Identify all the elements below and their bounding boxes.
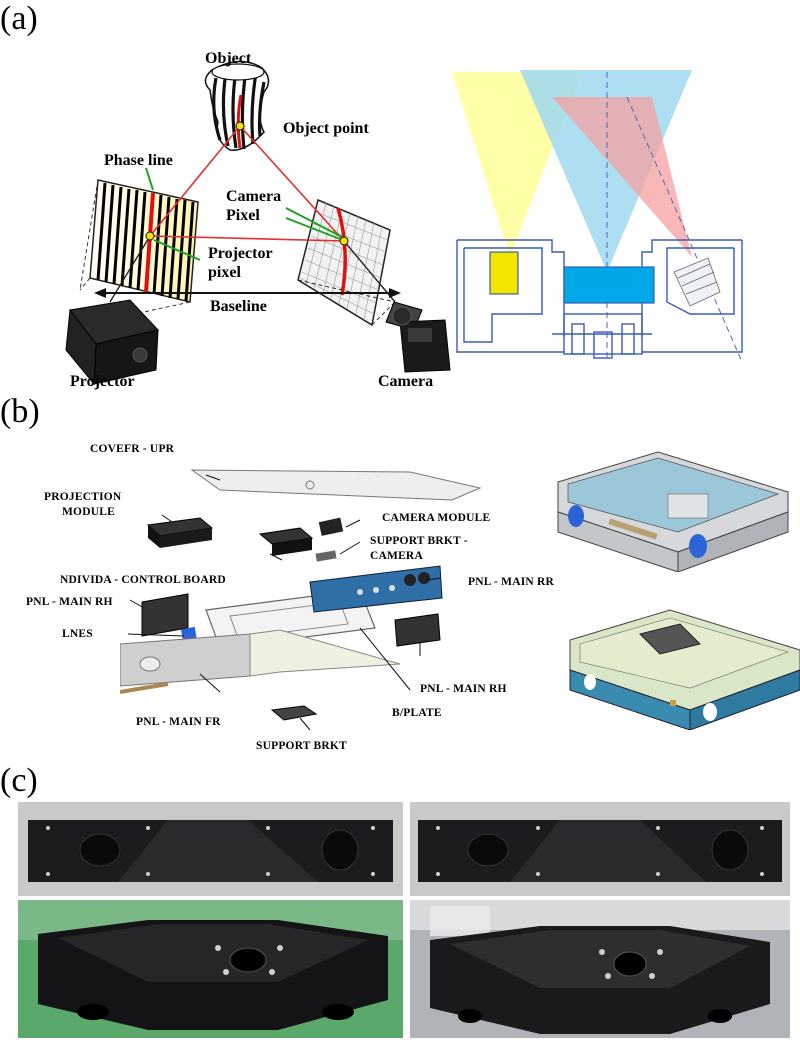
label-phase-line: Phase line — [104, 152, 173, 169]
label-pnl-main-rh-right: PNL - MAIN RH — [420, 683, 507, 695]
cover-upper — [190, 469, 482, 501]
sensor-block — [563, 266, 655, 304]
housing-schematic — [452, 70, 743, 363]
baseline-arrow — [94, 288, 401, 298]
camera-device — [385, 301, 451, 373]
annotation-pointers — [145, 167, 343, 261]
camera-lens-sketch — [673, 257, 721, 307]
render-lens-right — [689, 534, 707, 558]
exploded-assembly — [120, 469, 482, 731]
triangulation-rays — [149, 125, 345, 242]
projection-module — [146, 517, 214, 548]
photo-front-panel-left — [18, 802, 403, 896]
label-support-brkt-camera-1: SUPPORT BRKT - — [370, 535, 468, 547]
panel-label-b: (b) — [0, 393, 40, 430]
label-baseline: Baseline — [210, 298, 267, 315]
label-camera-pixel-2: Pixel — [226, 207, 260, 224]
label-b-plate: B/PLATE — [392, 707, 442, 719]
panel-main-rh-right — [394, 613, 441, 647]
panel-label-a: (a) — [0, 0, 38, 37]
support-bracket — [270, 705, 318, 721]
object-vase — [204, 60, 270, 151]
phase-line — [144, 192, 155, 293]
label-lnes: LNES — [62, 628, 93, 640]
panel-main-fr — [120, 633, 251, 687]
photo-front-panel-right — [410, 802, 790, 896]
label-pnl-main-rh-left: PNL - MAIN RH — [26, 596, 113, 608]
label-pnl-main-fr: PNL - MAIN FR — [136, 716, 221, 728]
label-object: Object — [205, 50, 252, 67]
triangulation-diagram — [65, 60, 451, 386]
label-support-brkt: SUPPORT BRKT — [256, 740, 347, 752]
housing-render-top — [557, 451, 789, 572]
camera-image-plane — [297, 198, 391, 327]
projector-block — [489, 251, 519, 295]
label-projector-pixel-2: pixel — [208, 264, 241, 281]
label-pnl-main-rr: PNL - MAIN RR — [468, 576, 554, 588]
photo-assembled-housing-left — [18, 900, 403, 1038]
label-camera-module: CAMERA MODULE — [382, 512, 491, 524]
label-camera: Camera — [378, 373, 434, 390]
photo-assembled-housing-right — [410, 900, 790, 1038]
label-projection-module-1: PROJECTION — [44, 491, 122, 503]
panel-main-rh-left — [141, 593, 189, 637]
label-control-board: NDIVIDA - CONTROL BOARD — [60, 574, 226, 586]
camera-module — [258, 517, 344, 556]
housing-render-bottom — [569, 609, 800, 730]
camera-beam — [552, 97, 692, 257]
panel-label-c: (c) — [0, 762, 38, 799]
support-bracket-camera — [315, 550, 337, 562]
panel-main-fr-wing — [249, 629, 401, 677]
label-projection-module-2: MODULE — [62, 506, 115, 518]
label-projector: Projector — [70, 373, 135, 390]
label-support-brkt-camera-2: CAMERA — [370, 550, 423, 562]
label-projector-pixel-1: Projector — [208, 245, 273, 262]
label-object-point: Object point — [283, 120, 369, 137]
render-lens-left — [568, 505, 584, 527]
label-cover-upr: COVEFR - UPR — [90, 443, 175, 455]
label-camera-pixel-1: Camera — [226, 188, 282, 205]
projector-device — [65, 299, 159, 386]
